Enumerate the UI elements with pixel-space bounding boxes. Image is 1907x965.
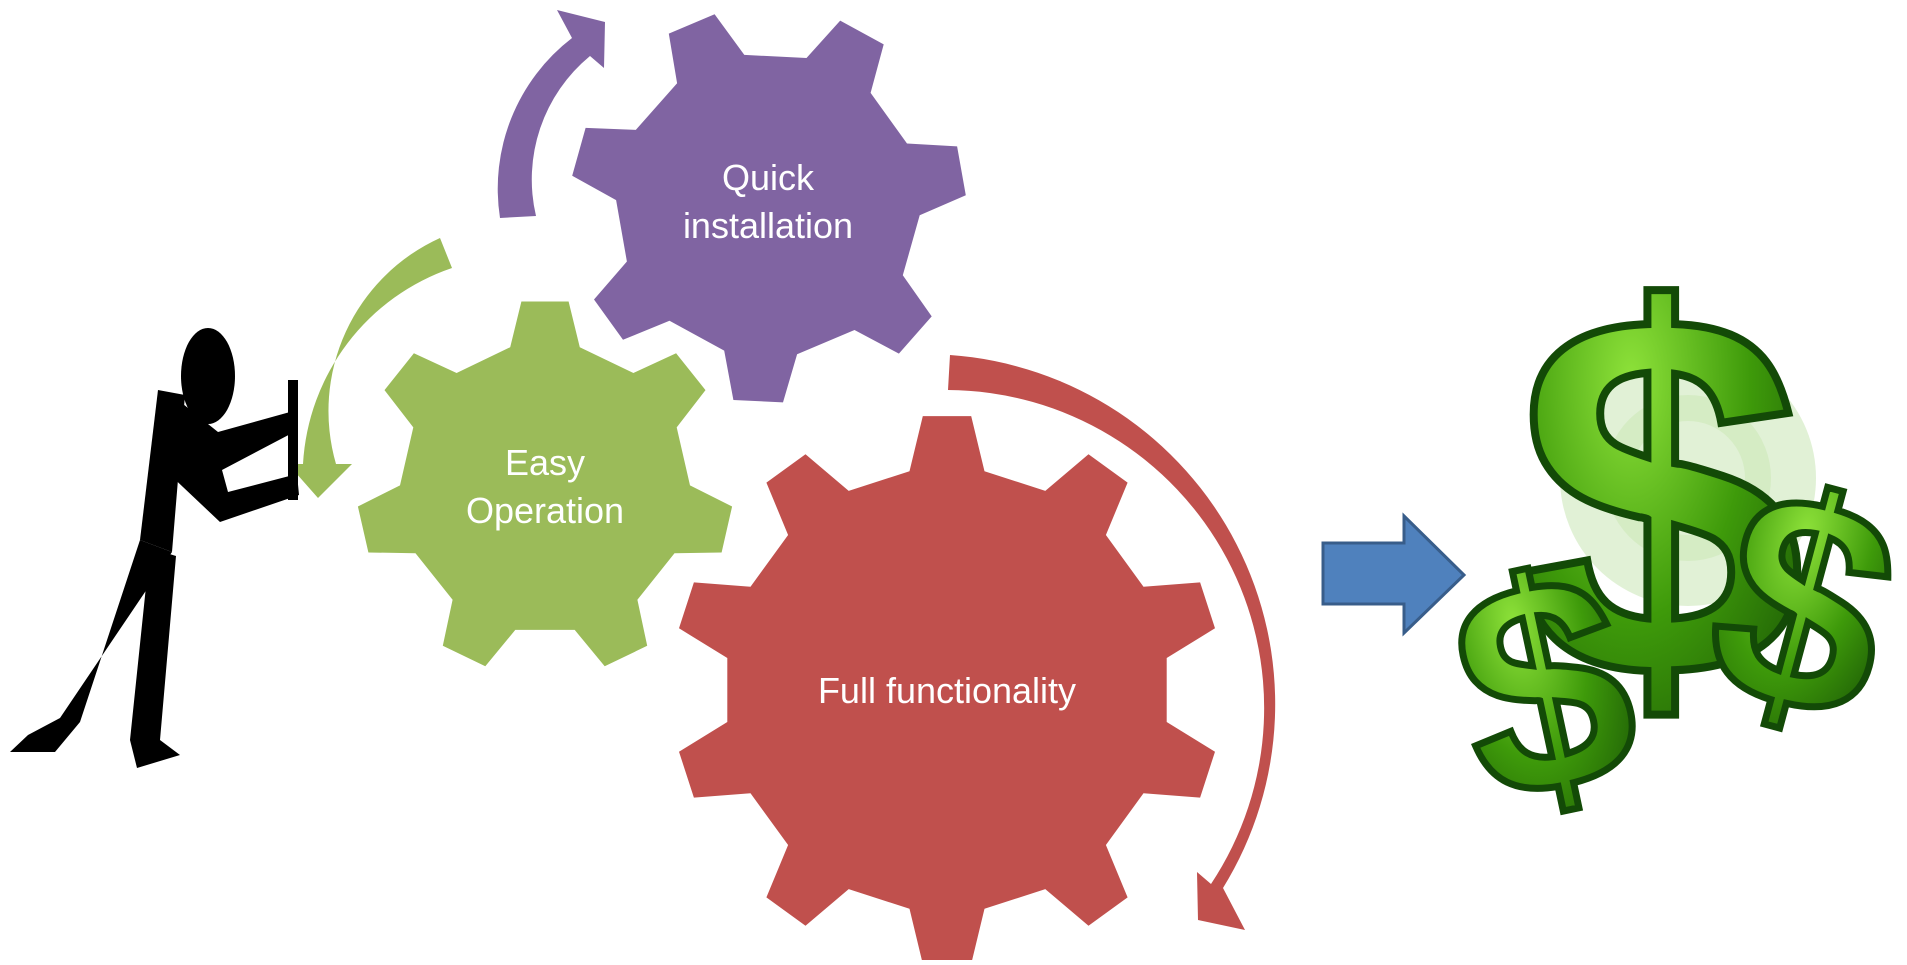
gear-easy xyxy=(357,301,733,667)
cycle-arrows xyxy=(288,10,1276,930)
green-curved-arrow xyxy=(288,238,452,498)
right-arrow-icon xyxy=(1321,512,1467,637)
person-pushing-icon xyxy=(10,328,299,768)
dollar-signs-icon: $ $ $ xyxy=(1424,202,1907,871)
gear-label-full: Full functionality xyxy=(818,670,1076,711)
gear-label-easy-line2: Operation xyxy=(466,490,624,531)
svg-text:$: $ xyxy=(1515,206,1804,787)
red-curved-arrow xyxy=(948,355,1276,930)
gear-labels: Quick installation Easy Operation Full f… xyxy=(466,157,1076,711)
gear-full xyxy=(679,416,1215,964)
gear-layer xyxy=(357,14,1215,964)
gear-label-quick-line1: Quick xyxy=(722,157,815,198)
gear-label-easy-line1: Easy xyxy=(505,442,585,483)
gear-quick xyxy=(572,14,966,403)
gear-label-quick-line2: installation xyxy=(683,205,853,246)
purple-curved-arrow xyxy=(497,10,605,218)
